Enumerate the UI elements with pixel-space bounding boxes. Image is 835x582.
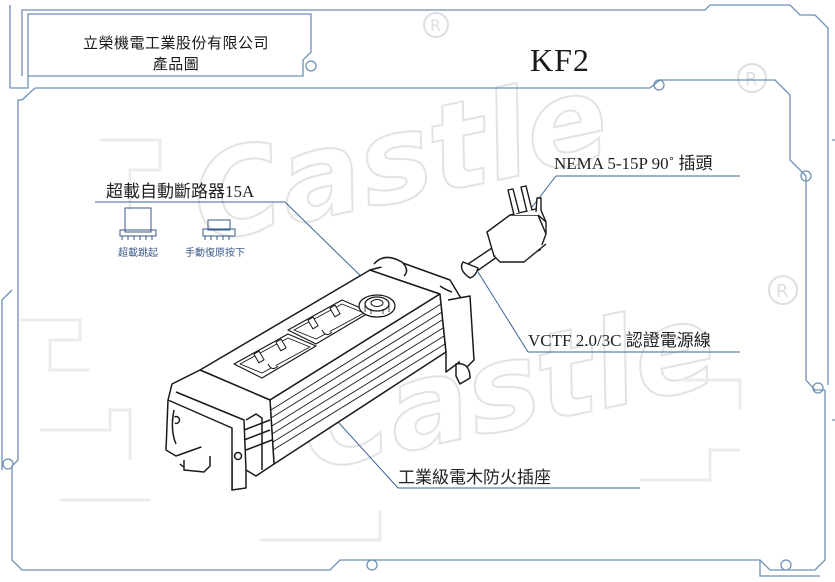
breaker-callout: 超載自動斷路器15A xyxy=(106,182,255,201)
company-name: 立榮機電工業股份有限公司 產品圖 xyxy=(60,33,292,75)
frame-border xyxy=(1,4,835,577)
product-drawing xyxy=(165,256,475,491)
breaker-reset-caption: 手動復原按下 xyxy=(185,248,245,259)
company-line-2: 產品圖 xyxy=(152,55,200,73)
plug-drawing xyxy=(429,185,547,295)
company-line-1: 立榮機電工業股份有限公司 xyxy=(82,34,269,52)
plug-callout: NEMA 5-15P 90˚ 插頭 xyxy=(554,154,713,173)
outlet-callout: 工業級電木防火插座 xyxy=(398,468,551,487)
svg-text:R: R xyxy=(430,16,441,35)
cable-callout: VCTF 2.0/3C 認證電源線 xyxy=(528,331,711,350)
svg-text:R: R xyxy=(776,281,789,302)
breaker-icon xyxy=(119,207,236,240)
model-number: KF2 xyxy=(530,42,590,78)
breaker-tripped-caption: 超載跳起 xyxy=(118,248,158,259)
registered-icon: R R R xyxy=(423,12,798,305)
